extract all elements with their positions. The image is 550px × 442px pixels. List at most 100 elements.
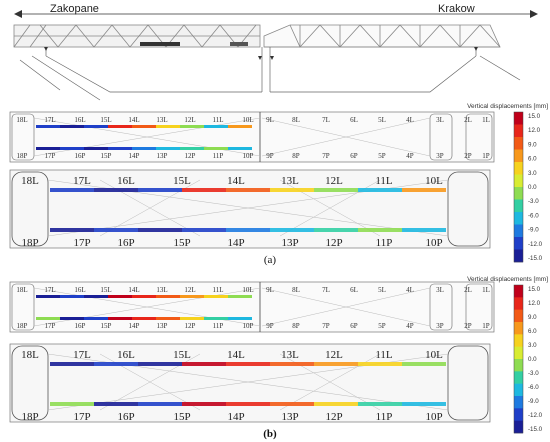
legend-bar-frame	[513, 111, 524, 263]
node-label: 12P	[185, 322, 196, 330]
node-label: 7P	[322, 152, 330, 160]
node-label: 12L	[325, 175, 343, 187]
displacement-segment	[228, 317, 252, 320]
displacement-segment	[108, 125, 132, 128]
legend-color-step	[514, 285, 523, 298]
legend-color-step	[514, 162, 523, 175]
right-city-label: Krakow	[438, 3, 475, 15]
displacement-segment	[402, 228, 446, 232]
node-label: 17L	[73, 349, 91, 361]
displacement-segment	[402, 188, 446, 192]
node-label: 16L	[74, 116, 85, 124]
displacement-segment	[228, 295, 252, 298]
legend-color-step	[514, 237, 523, 250]
node-label: 2P	[464, 322, 472, 330]
legend-a: Vertical displacements [mm]15.012.09.06.…	[467, 103, 548, 263]
displacement-segment	[138, 188, 182, 192]
displacement-segment	[314, 228, 358, 232]
displacement-segment	[226, 402, 270, 406]
left-arrow-icon	[14, 10, 22, 18]
legend-color-step	[514, 212, 523, 225]
legend-tick-label: 12.0	[528, 127, 541, 134]
node-label: 10L	[242, 116, 253, 124]
left-city-label: Zakopane	[50, 3, 99, 15]
plan-a-bottom-chord-displacement	[36, 147, 252, 150]
node-label: 16L	[74, 286, 85, 294]
displacement-segment	[60, 147, 84, 150]
node-label: 11L	[375, 349, 393, 361]
displacement-segment	[358, 228, 402, 232]
displacement-segment	[60, 295, 84, 298]
legend-color-step	[514, 334, 523, 347]
node-label: 16P	[75, 152, 86, 160]
node-label: 11L	[375, 175, 393, 187]
node-label: 10P	[243, 322, 254, 330]
node-label: 12P	[185, 152, 196, 160]
node-label: 16L	[117, 175, 135, 187]
bridge-elevation: Zakopane Krakow	[13, 3, 538, 101]
node-label: 8L	[292, 286, 300, 294]
displacement-segment	[226, 228, 270, 232]
displacement-segment	[36, 295, 60, 298]
node-label: 5L	[378, 286, 386, 294]
node-label: 7L	[322, 286, 330, 294]
node-label: 1L	[482, 286, 490, 294]
displacement-segment	[36, 125, 60, 128]
legend-tick-label: 9.0	[528, 314, 537, 321]
node-label: 17P	[45, 322, 56, 330]
node-label: 9P	[266, 152, 274, 160]
left-span-deck-dark-2	[230, 42, 248, 46]
node-label: 16P	[117, 237, 134, 249]
node-label: 16P	[117, 411, 134, 423]
legend-tick-label: 15.0	[528, 113, 541, 120]
displacement-segment	[84, 317, 108, 320]
node-label: 11P	[213, 152, 224, 160]
node-label: 15L	[173, 349, 191, 361]
displacement-segment	[180, 147, 204, 150]
displacement-segment	[36, 317, 60, 320]
node-label: 1L	[482, 116, 490, 124]
node-label: 12L	[325, 349, 343, 361]
legend-tick-label: 3.0	[528, 342, 537, 349]
node-label: 4L	[406, 286, 414, 294]
node-label: 14P	[227, 411, 244, 423]
displacement-segment	[314, 402, 358, 406]
node-label: 11P	[376, 411, 393, 423]
displacement-segment	[402, 362, 446, 366]
displacement-segment	[156, 125, 180, 128]
node-label: 15L	[100, 116, 111, 124]
displacement-segment	[156, 317, 180, 320]
node-label: 5P	[378, 322, 386, 330]
zoom-a-bottom-chord-displacement	[50, 228, 446, 232]
node-label: 4P	[406, 322, 414, 330]
node-label: 2P	[464, 152, 472, 160]
node-label: 18L	[16, 116, 27, 124]
node-label: 15L	[173, 175, 191, 187]
node-label: 1P	[482, 322, 490, 330]
displacement-segment	[228, 125, 252, 128]
displacement-segment	[108, 317, 132, 320]
displacement-segment	[50, 228, 94, 232]
node-label: 14L	[128, 116, 139, 124]
node-label: 13P	[157, 152, 168, 160]
node-label: 10L	[425, 175, 443, 187]
node-label: 11P	[376, 237, 393, 249]
displacement-segment	[180, 295, 204, 298]
legend-b: Vertical displacements [mm]15.012.09.06.…	[467, 276, 548, 434]
displacement-segment	[132, 295, 156, 298]
node-label: 18P	[17, 322, 28, 330]
legend-tick-label: -12.0	[528, 241, 543, 248]
node-label: 13L	[156, 116, 167, 124]
displacement-segment	[314, 362, 358, 366]
displacement-segment	[358, 402, 402, 406]
node-label: 15P	[173, 411, 190, 423]
legend-color-step	[514, 371, 523, 384]
panel-b-label: (b)	[263, 428, 277, 440]
left-span-truss	[13, 24, 261, 48]
node-label: 8L	[292, 116, 300, 124]
displacement-segment	[94, 362, 138, 366]
node-label: 11P	[213, 322, 224, 330]
